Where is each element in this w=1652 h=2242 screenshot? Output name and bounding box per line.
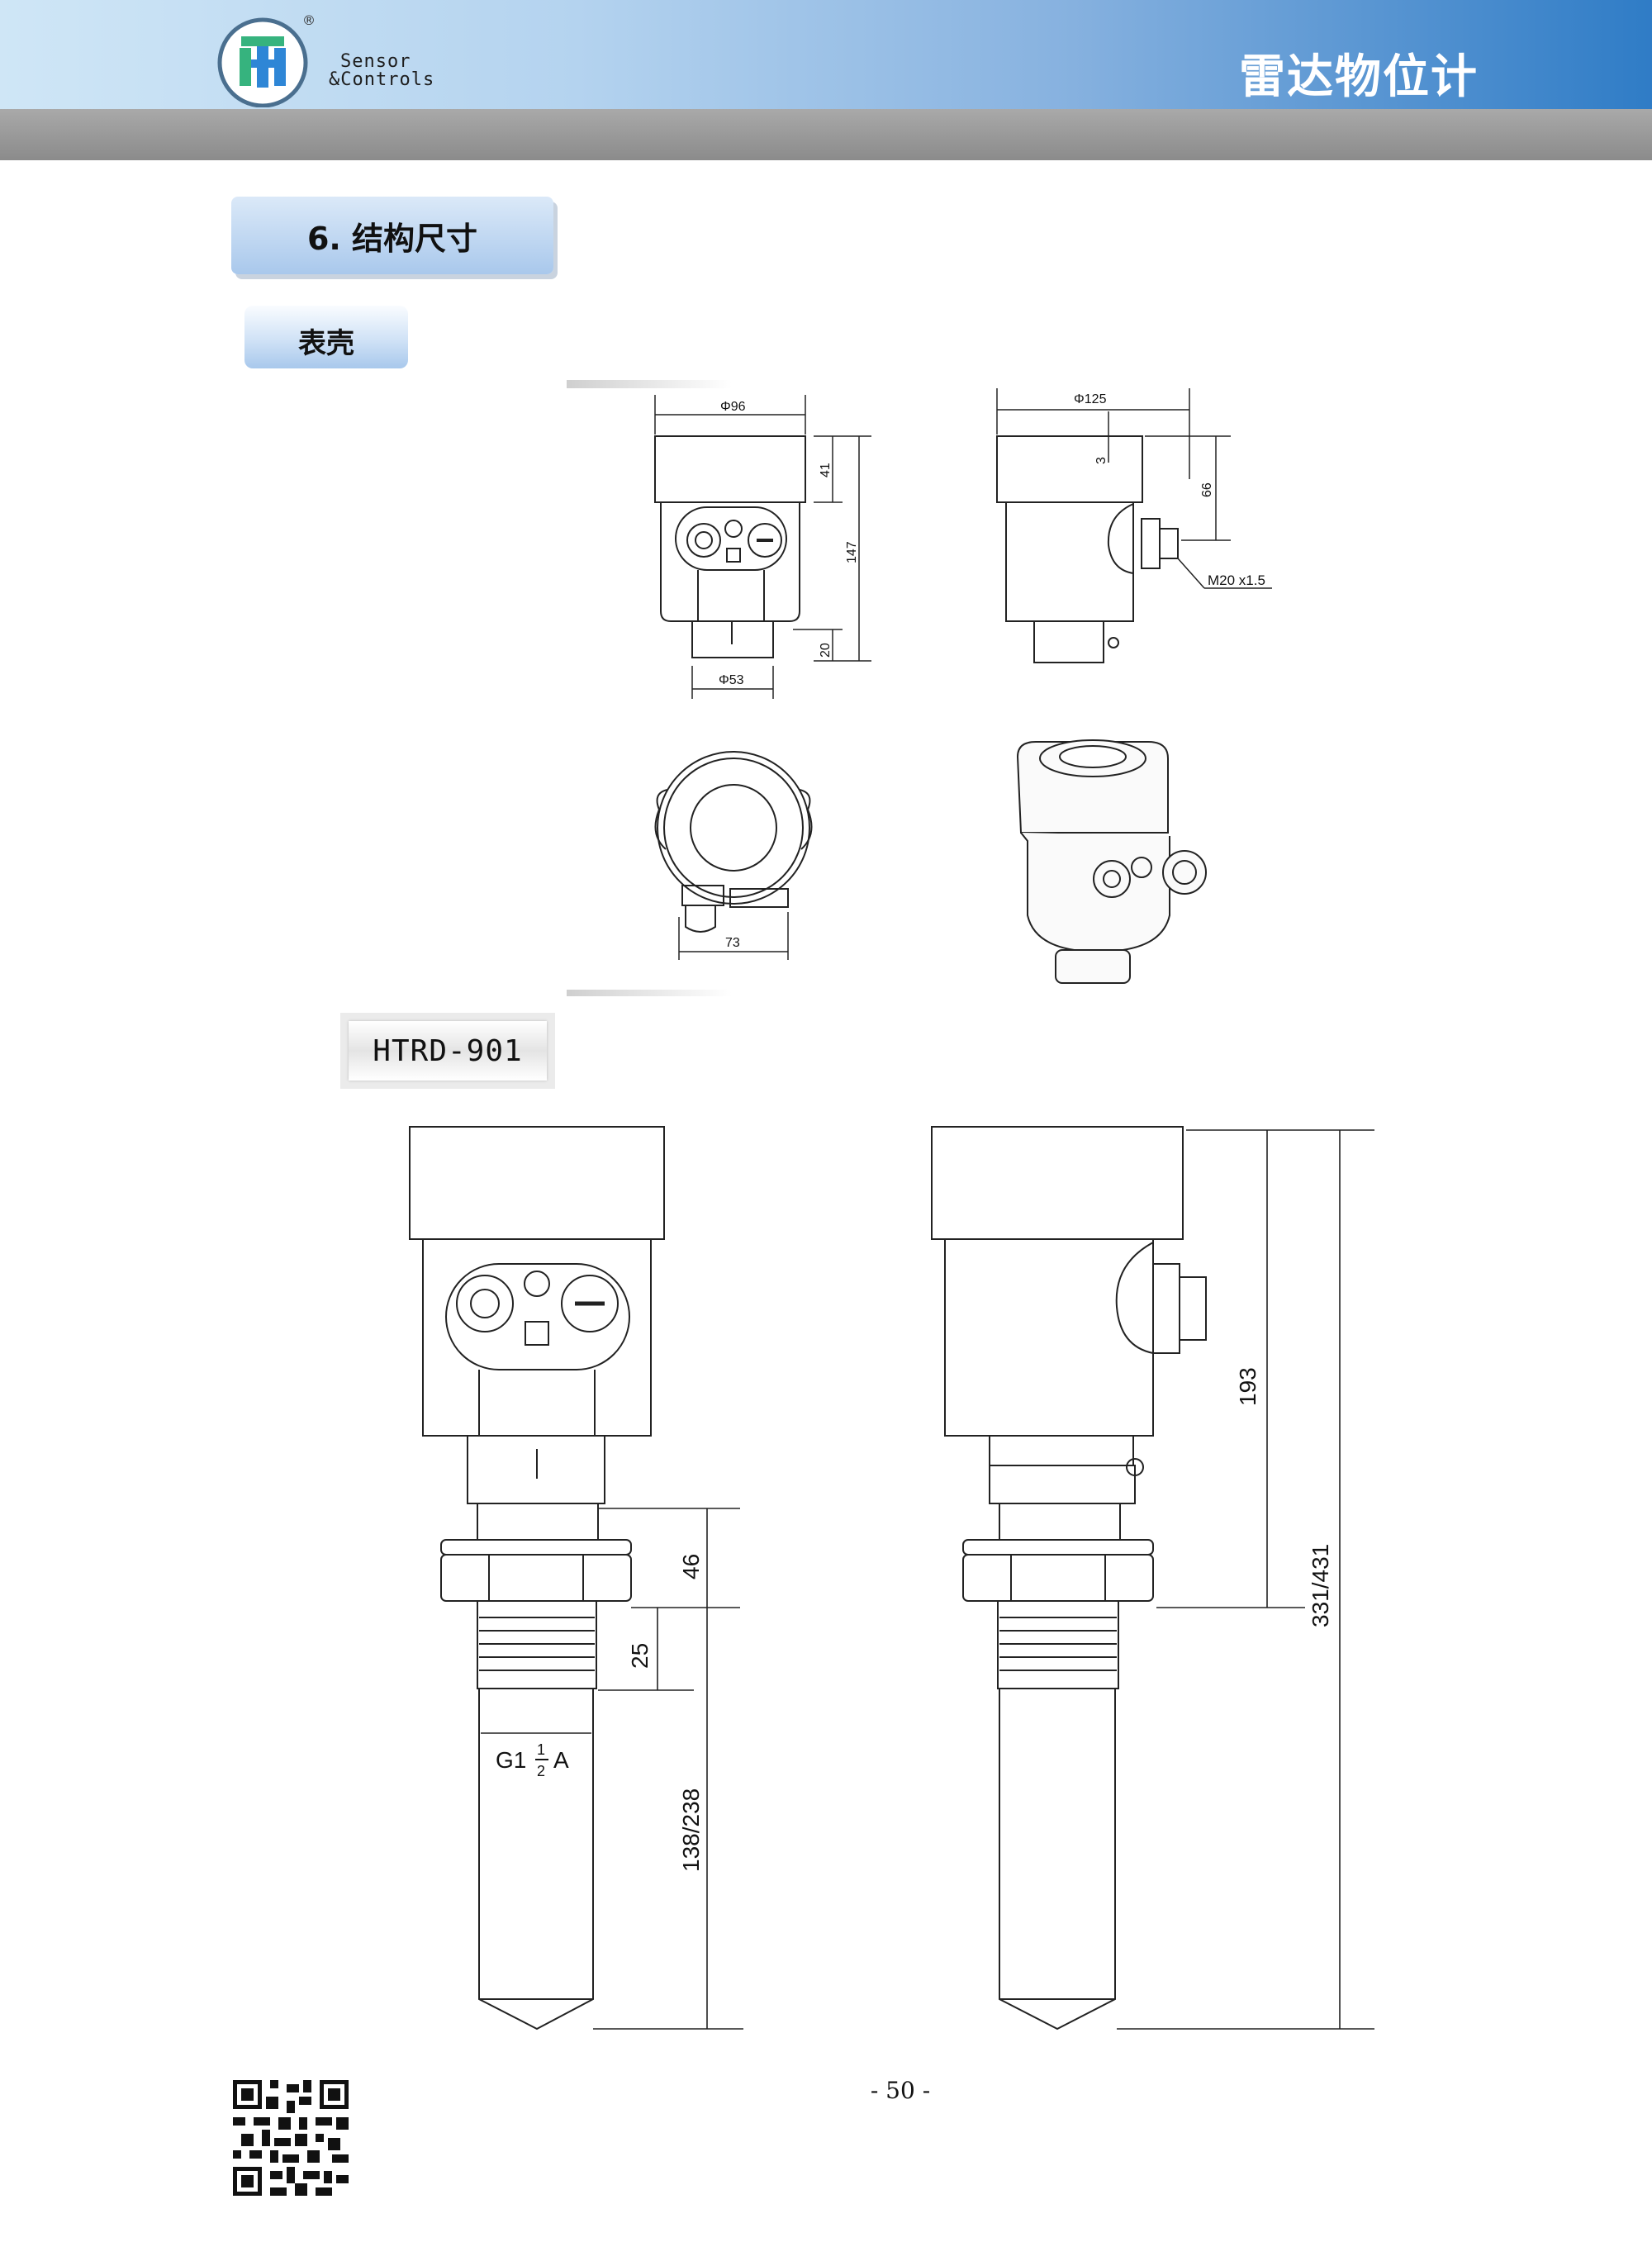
probe-front-dimensions [593, 1508, 743, 2030]
model-tab-inner: HTRD-901 [349, 1021, 547, 1081]
housing-perspective-view [1016, 739, 1207, 984]
section-tab: 6. 结构尺寸 [231, 197, 553, 274]
dim-side-thread: M20 x1.5 [1208, 572, 1265, 588]
model-name: HTRD-901 [373, 1034, 523, 1068]
housing-top-view [654, 751, 813, 960]
header-gray-stripe [0, 109, 1652, 160]
housing-side-view [996, 388, 1272, 663]
housing-front-view [654, 395, 871, 699]
probe-front-view [409, 1126, 665, 2031]
divider-bottom [567, 990, 732, 996]
qr-code-icon [233, 2080, 349, 2196]
dim-side-height: 66 [1200, 482, 1214, 497]
document-title: 雷达物位计 [1239, 50, 1479, 104]
dim-top-width: 73 [725, 936, 740, 950]
brand-line-sensor: Sensor [340, 51, 411, 72]
dim-front-top: 41 [819, 463, 833, 477]
dim-side-width: Φ125 [1074, 392, 1107, 406]
dim-nut-height: 46 [678, 1554, 704, 1579]
brand-line-controls: &Controls [329, 69, 435, 90]
dim-front-bottom-width: Φ53 [719, 673, 744, 687]
subsection-title: 表壳 [298, 327, 354, 360]
thread-label-den: 2 [537, 1763, 545, 1779]
model-tab: HTRD-901 [340, 1013, 555, 1089]
dim-total-height: 331/431 [1308, 1544, 1333, 1627]
dim-side-gap: 3 [1094, 457, 1108, 464]
dim-thread-length: 25 [627, 1643, 653, 1669]
section-title: 6. 结构尺寸 [306, 221, 478, 257]
dim-front-total: 147 [845, 541, 859, 563]
page-number: - 50 - [870, 2077, 931, 2104]
subsection-tab: 表壳 [244, 306, 408, 368]
probe-side-dimensions [1117, 1129, 1374, 2030]
dim-housing-height: 193 [1235, 1367, 1260, 1406]
company-logo-icon: ® [217, 12, 316, 107]
thread-label-a: A [553, 1747, 569, 1773]
divider-top [567, 380, 732, 388]
registered-mark: ® [302, 12, 316, 28]
probe-side-view [931, 1126, 1207, 2031]
thread-label-g: G1 [496, 1747, 526, 1773]
dim-front-width: Φ96 [720, 400, 746, 414]
dim-front-bottom: 20 [819, 643, 833, 658]
dim-antenna-length: 138/238 [678, 1788, 704, 1872]
thread-label-num: 1 [537, 1741, 545, 1758]
